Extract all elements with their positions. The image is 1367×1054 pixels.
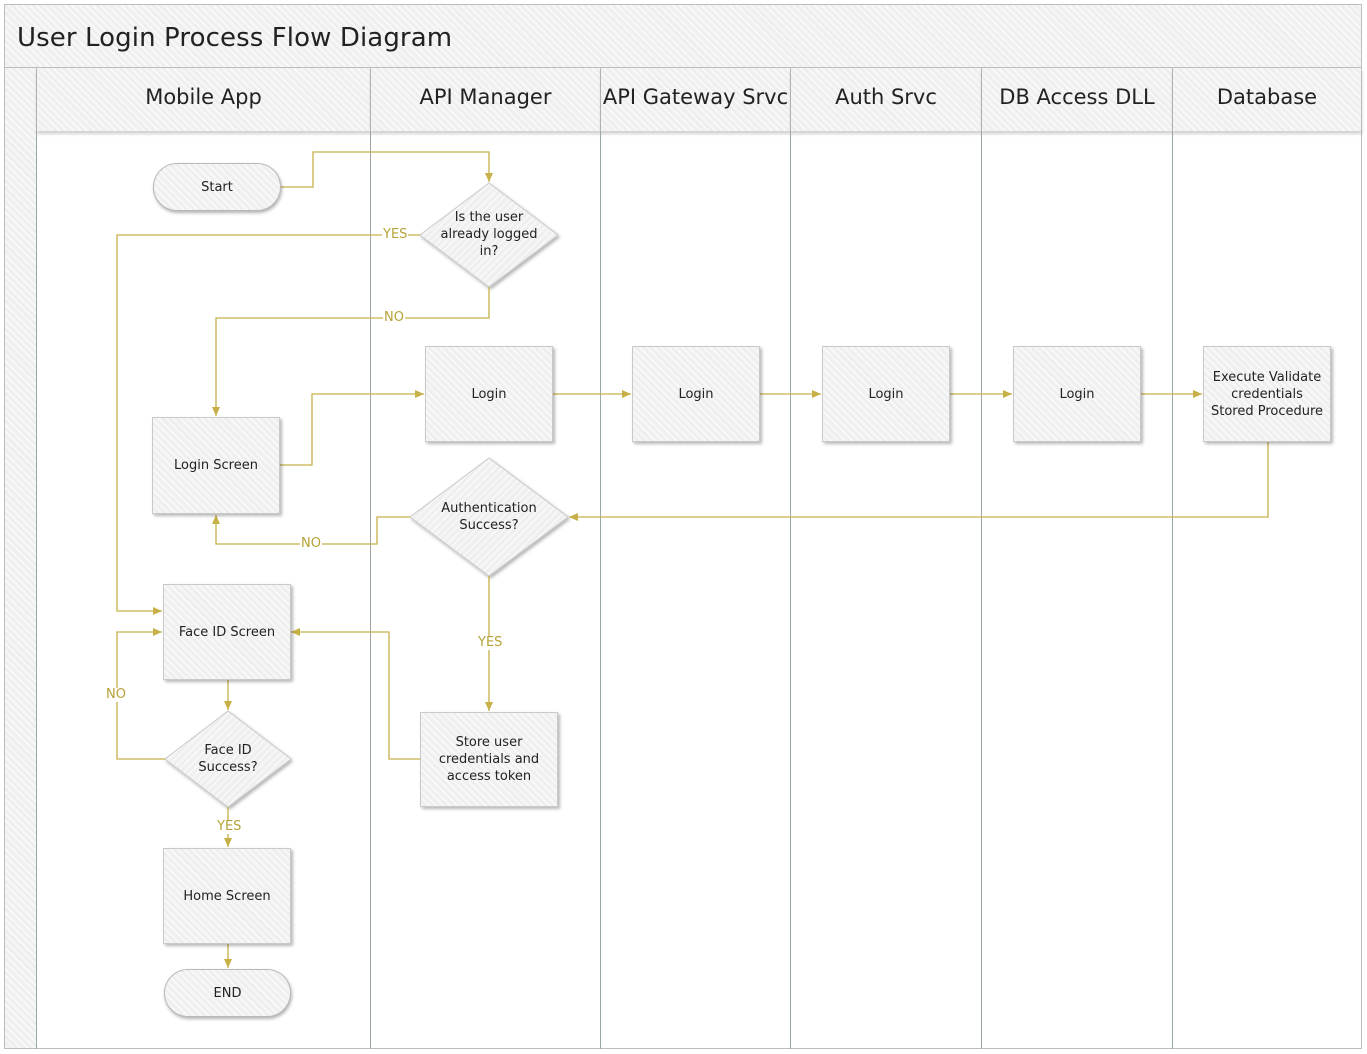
node-label: Login [471, 386, 507, 402]
lane-header-api-manager: API Manager [371, 68, 601, 131]
edge-label-face-no: NO [105, 687, 127, 702]
node-label: Start [201, 179, 233, 195]
face-id-screen-box[interactable]: Face ID Screen [163, 584, 291, 680]
lane-label: Mobile App [145, 85, 262, 109]
connector-store-to-face-id [291, 628, 420, 760]
node-label: Store user credentials and access token [438, 735, 540, 784]
decision-label-already-logged-in: Is the user already logged in? [440, 210, 538, 259]
node-label: Login Screen [174, 458, 258, 473]
connector-logged-in-yes [116, 234, 420, 615]
lane-label: Database [1216, 85, 1318, 109]
node-label: Face ID Screen [178, 624, 276, 640]
lane-label: Auth Srvc [835, 85, 937, 109]
lane-divider [1172, 131, 1173, 1049]
node-label: Login [868, 386, 904, 402]
edge-label-auth-yes: YES [477, 635, 504, 650]
lane-header-api-gateway: API Gateway Srvc [601, 68, 791, 131]
page-title: User Login Process Flow Diagram [17, 23, 453, 53]
login-box-auth-srvc[interactable]: Login [822, 346, 950, 442]
edge-label-logged-in-no: NO [383, 310, 405, 325]
execute-validate-box[interactable]: Execute Validate credentials Stored Proc… [1203, 346, 1331, 442]
node-label: Execute Validate credentials Stored Proc… [1210, 369, 1324, 419]
lane-label: DB Access DLL [999, 85, 1155, 109]
node-label: Login [678, 386, 714, 402]
login-screen-box[interactable]: Login Screen [152, 417, 280, 514]
edge-label-auth-no: NO [300, 536, 322, 551]
connector-logged-in-no [212, 287, 490, 416]
lane-divider [981, 131, 982, 1049]
lane-header-mobile-app: Mobile App [37, 68, 371, 131]
lane-header-database: Database [1173, 68, 1362, 131]
lane-divider [370, 131, 371, 1049]
connector-start-to-decision [281, 151, 493, 188]
login-box-db-access[interactable]: Login [1013, 346, 1141, 442]
node-label: END [213, 985, 242, 1001]
home-screen-box[interactable]: Home Screen [163, 848, 291, 944]
login-box-api-gateway[interactable]: Login [632, 346, 760, 442]
connector-auth-no [212, 515, 410, 545]
lane-divider [600, 131, 601, 1049]
lane-divider [790, 131, 791, 1049]
connector-database-to-auth-decision [569, 442, 1269, 521]
title-bar: User Login Process Flow Diagram [4, 4, 1362, 68]
edge-label-logged-in-yes: YES [382, 227, 409, 242]
node-label: Login [1059, 386, 1095, 402]
lane-label: API Gateway Srvc [602, 85, 789, 109]
lane-header-auth-srvc: Auth Srvc [791, 68, 982, 131]
node-label: Home Screen [183, 888, 271, 904]
edge-label-face-yes: YES [216, 819, 243, 834]
login-box-api-manager[interactable]: Login [425, 346, 553, 442]
pool-side-strip [5, 68, 37, 1048]
lane-label: API Manager [419, 85, 552, 109]
end-terminator[interactable]: END [164, 969, 291, 1017]
start-terminator[interactable]: Start [153, 163, 281, 211]
store-credentials-box[interactable]: Store user credentials and access token [420, 712, 558, 807]
connector-login-screen-to-login [280, 390, 424, 466]
decision-label-face-id-success: Face ID Success? [198, 743, 258, 775]
decision-label-auth-success: Authentication Success? [441, 501, 537, 533]
lane-divider [36, 131, 37, 1049]
lane-header-db-access: DB Access DLL [982, 68, 1173, 131]
